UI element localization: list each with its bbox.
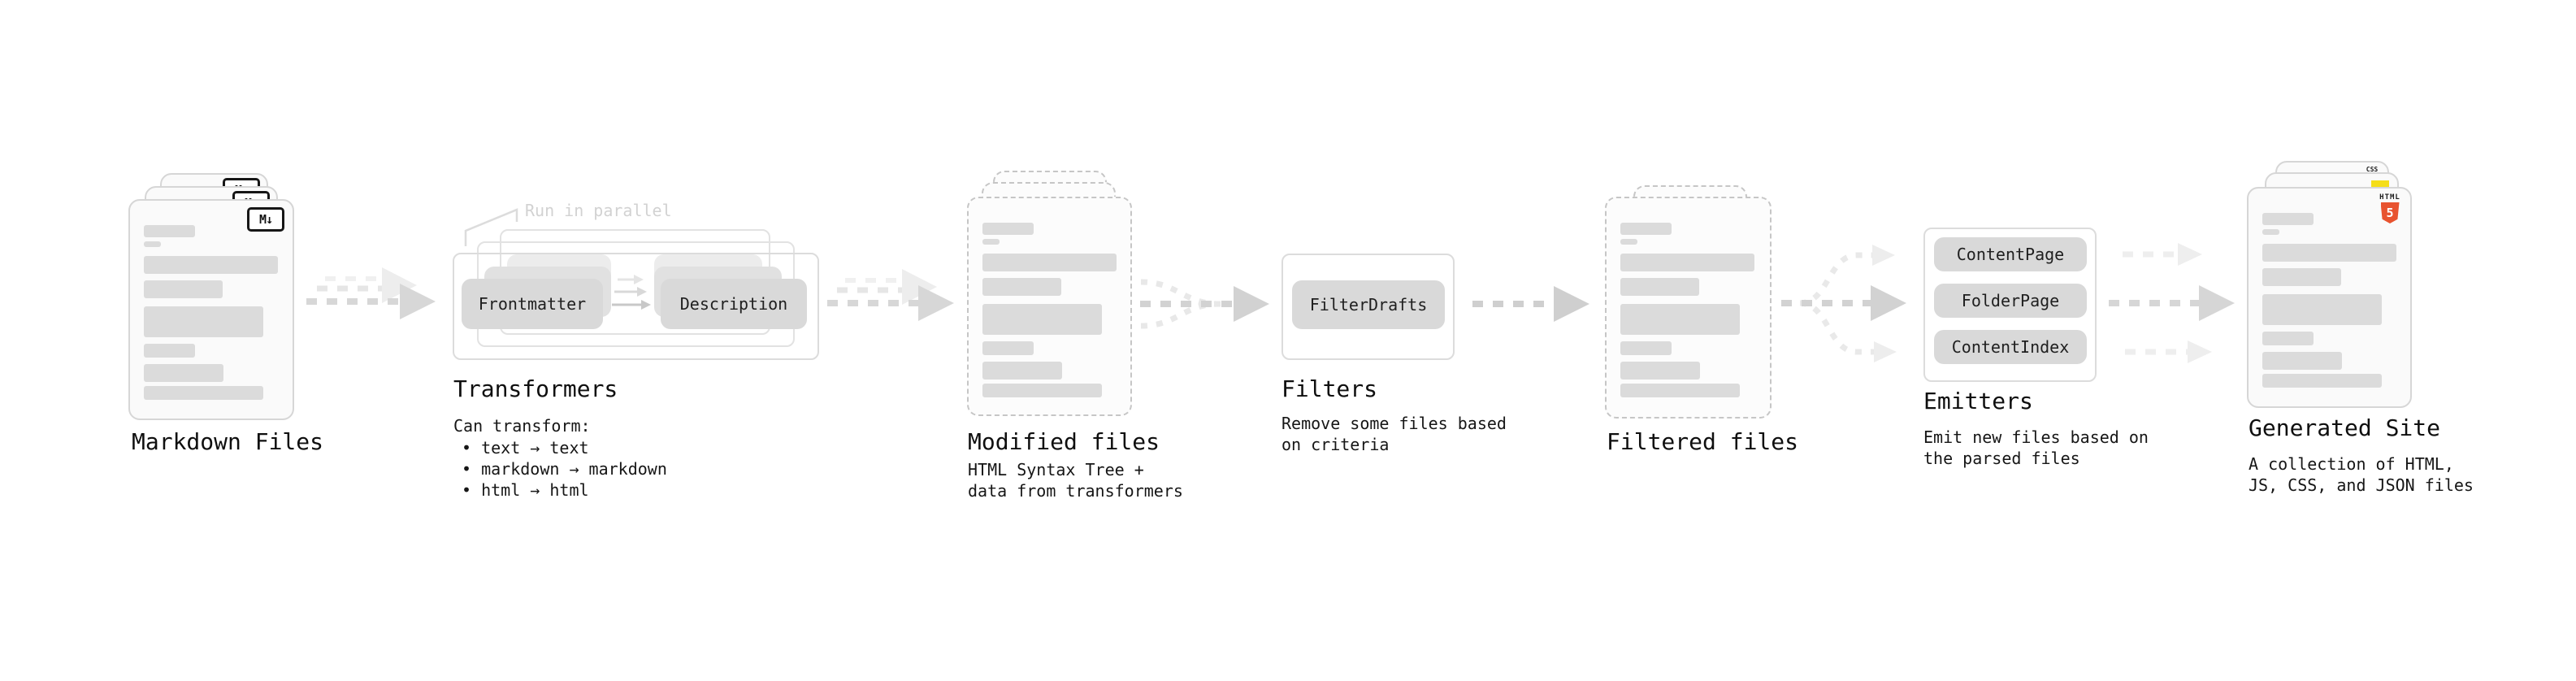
arrow-markdown-to-transformers — [306, 267, 436, 319]
arrow-modified-to-filters — [1140, 279, 1269, 329]
filtered-files-title: Filtered files — [1607, 428, 1799, 455]
placeholder-line — [982, 239, 1000, 245]
emitters-desc: Emit new files based on — [1923, 427, 2149, 447]
bullet-item: markdown → markdown — [462, 458, 667, 479]
placeholder-line — [144, 386, 263, 400]
placeholder-line — [1620, 362, 1700, 380]
placeholder-line — [982, 384, 1102, 397]
emitters-title: Emitters — [1923, 388, 2033, 414]
filterdrafts-chip: FilterDrafts — [1292, 280, 1445, 329]
filters-desc: on criteria — [1281, 435, 1390, 454]
markdown-doc-front: M↓ — [128, 199, 294, 420]
filtered-doc-front — [1605, 197, 1772, 419]
generated-site-desc: JS, CSS, and JSON files — [2249, 475, 2474, 495]
placeholder-line — [1620, 223, 1672, 235]
placeholder-line — [2262, 352, 2342, 370]
contentindex-chip: ContentIndex — [1934, 330, 2087, 364]
placeholder-line — [144, 241, 161, 247]
folderpage-chip: FolderPage — [1934, 284, 2087, 318]
placeholder-line — [982, 254, 1117, 271]
bullet-item: text → text — [462, 437, 667, 458]
modified-files-title: Modified files — [968, 428, 1160, 455]
modified-files-desc: HTML Syntax Tree + — [968, 460, 1144, 479]
generated-site-desc: A collection of HTML, — [2249, 454, 2454, 474]
placeholder-line — [144, 280, 223, 298]
placeholder-line — [2262, 332, 2314, 345]
bullet-item: html → html — [462, 479, 667, 501]
placeholder-line — [1620, 384, 1740, 397]
placeholder-line — [144, 364, 223, 382]
placeholder-line — [1620, 341, 1672, 355]
placeholder-line — [982, 362, 1062, 380]
placeholder-line — [144, 344, 195, 358]
arrow-filters-to-filtered — [1472, 286, 1589, 322]
markdown-icon: M↓ — [247, 207, 284, 232]
placeholder-line — [982, 304, 1102, 335]
placeholder-line — [144, 225, 195, 237]
generated-site-title: Generated Site — [2249, 414, 2441, 441]
placeholder-line — [144, 256, 278, 274]
placeholder-line — [1620, 304, 1740, 335]
transformers-title: Transformers — [453, 375, 618, 402]
html5-icon: HTML 5 — [2379, 193, 2400, 223]
placeholder-line — [2262, 374, 2382, 388]
modified-files-desc: data from transformers — [968, 481, 1183, 501]
placeholder-line — [982, 223, 1034, 235]
placeholder-line — [2262, 229, 2279, 235]
placeholder-line — [144, 306, 263, 337]
modified-doc-front — [967, 197, 1132, 416]
placeholder-line — [2262, 268, 2341, 286]
filters-title: Filters — [1281, 375, 1378, 402]
placeholder-line — [2262, 244, 2396, 262]
generated-doc-front: HTML 5 — [2247, 187, 2412, 408]
transformers-desc-heading: Can transform: — [453, 416, 591, 436]
transformers-bullet-list: text → text markdown → markdown html → h… — [462, 437, 667, 501]
arrow-transformers-to-modified — [827, 269, 954, 321]
run-in-parallel-annotation: Run in parallel — [525, 201, 672, 220]
placeholder-line — [982, 278, 1061, 296]
placeholder-line — [1620, 254, 1754, 271]
filters-frame — [1281, 254, 1455, 360]
emitters-desc: the parsed files — [1923, 449, 2080, 468]
contentpage-chip: ContentPage — [1934, 237, 2087, 271]
placeholder-line — [1620, 278, 1699, 296]
placeholder-line — [2262, 213, 2314, 225]
placeholder-line — [2262, 294, 2382, 325]
emitters-frame — [1923, 228, 2097, 382]
filters-desc: Remove some files based — [1281, 414, 1507, 433]
arrow-filtered-to-emitters — [1781, 245, 1906, 362]
markdown-files-title: Markdown Files — [132, 428, 324, 455]
placeholder-line — [1620, 239, 1637, 245]
transformers-frame-front — [453, 253, 819, 360]
placeholder-line — [982, 341, 1034, 355]
arrow-emitters-to-generated — [2109, 243, 2235, 363]
frontmatter-chip: Frontmatter — [462, 279, 603, 329]
description-chip: Description — [661, 279, 807, 329]
